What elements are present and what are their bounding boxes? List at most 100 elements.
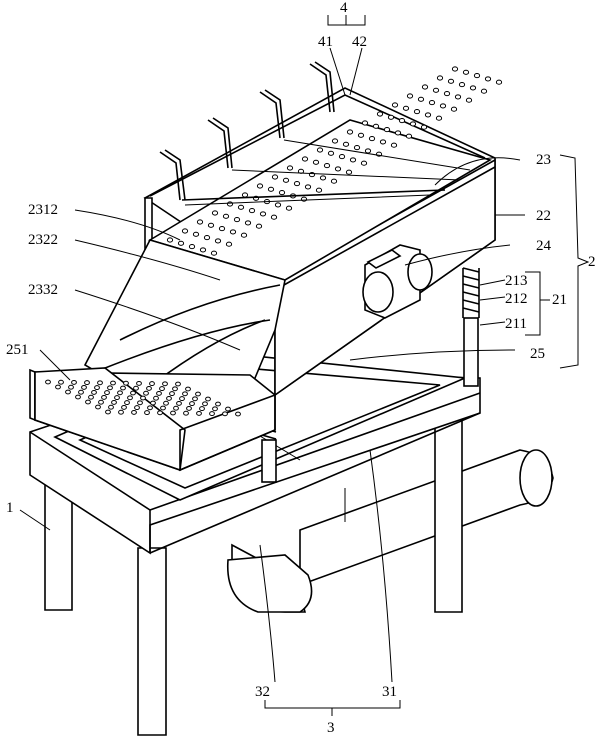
- label-2332: 2332: [28, 282, 58, 298]
- sieve-hole: [137, 400, 143, 406]
- sieve-hole: [147, 405, 153, 411]
- sieve-hole: [458, 82, 466, 88]
- sieve-hole: [156, 390, 162, 396]
- sieve-hole: [225, 241, 233, 247]
- sieve-hole: [484, 76, 492, 82]
- sieve-hole: [212, 406, 218, 412]
- outlet-pipe: [226, 449, 554, 613]
- sieve-hole: [413, 109, 421, 115]
- sieve-hole: [240, 232, 248, 238]
- sieve-hole: [244, 220, 252, 226]
- sieve-hole: [177, 240, 185, 246]
- sieve-hole: [495, 79, 503, 85]
- sieve-hole: [65, 389, 71, 395]
- sieve-hole: [75, 394, 81, 400]
- label-21: 21: [552, 292, 567, 308]
- sieve-hole: [192, 231, 200, 237]
- sieve-hole: [71, 379, 77, 385]
- sieve-hole: [285, 205, 293, 211]
- sieve-hole: [222, 213, 230, 219]
- sieve-hole: [172, 386, 178, 392]
- sieve-hole: [133, 385, 139, 391]
- sieve-hole: [110, 380, 116, 386]
- label-41: 41: [318, 34, 333, 50]
- sieve-hole: [146, 385, 152, 391]
- sieve-hole: [176, 400, 182, 406]
- sieve-hole: [117, 390, 123, 396]
- sieve-hole: [417, 96, 425, 102]
- sieve-hole: [447, 78, 455, 84]
- sieve-hole: [259, 211, 267, 217]
- sieve-hole: [331, 138, 339, 144]
- sieve-hole: [338, 154, 346, 160]
- sieve-hole: [134, 405, 140, 411]
- label-4: 4: [340, 0, 348, 16]
- sieve-hole: [124, 400, 130, 406]
- sieve-hole: [349, 157, 357, 163]
- sieve-hole: [405, 133, 413, 139]
- sieve-hole: [233, 217, 241, 223]
- sieve-hole: [183, 410, 189, 416]
- sieve-hole: [81, 384, 87, 390]
- sieve-hole: [210, 250, 218, 256]
- sieve-hole: [226, 201, 234, 207]
- sieve-hole: [104, 390, 110, 396]
- reference-labels: 4 41 42 23 22 2 24 213 212 21 211 25 231…: [6, 0, 596, 736]
- label-32: 32: [255, 684, 270, 700]
- sieve-hole: [175, 381, 181, 387]
- label-42: 42: [352, 34, 367, 50]
- sieve-hole: [144, 410, 150, 416]
- sieve-hole: [454, 94, 462, 100]
- sieve-hole: [101, 394, 107, 400]
- sieve-hole: [143, 390, 149, 396]
- sieve-hole: [169, 391, 175, 397]
- sieve-hole: [196, 410, 202, 416]
- sieve-hole: [480, 88, 488, 94]
- label-23: 23: [536, 152, 551, 168]
- sieve-hole: [270, 214, 278, 220]
- sieve-hole: [179, 396, 185, 402]
- sieve-hole: [123, 380, 129, 386]
- sieve-hole: [55, 384, 61, 390]
- sieve-hole: [140, 395, 146, 401]
- sieve-hole: [360, 160, 368, 166]
- sieve-hole: [131, 409, 137, 415]
- sieve-hole: [121, 404, 127, 410]
- sieve-hole: [346, 129, 354, 135]
- sieve-hole: [114, 395, 120, 401]
- sieve-hole: [199, 247, 207, 253]
- sieve-hole: [435, 115, 443, 121]
- label-25: 25: [530, 346, 545, 362]
- sieve-hole: [136, 380, 142, 386]
- sieve-hole: [334, 166, 342, 172]
- sieve-hole: [196, 219, 204, 225]
- sieve-hole: [361, 120, 369, 126]
- sieve-hole: [364, 148, 372, 154]
- sieve-hole: [409, 121, 417, 127]
- sieve-hole: [111, 399, 117, 405]
- sieve-hole: [428, 100, 436, 106]
- sieve-hole: [94, 385, 100, 391]
- sieve-hole: [316, 147, 324, 153]
- sieve-hole: [391, 102, 399, 108]
- sieve-hole: [149, 381, 155, 387]
- sieve-hole: [420, 124, 428, 130]
- sieve-hole: [274, 202, 282, 208]
- sieve-hole: [222, 411, 228, 417]
- sieve-hole: [105, 409, 111, 415]
- sieve-hole: [192, 396, 198, 402]
- sieve-hole: [166, 395, 172, 401]
- sieve-hole: [229, 229, 237, 235]
- sieve-hole: [353, 145, 361, 151]
- sieve-hole: [473, 73, 481, 79]
- spray-pipes: [159, 61, 471, 206]
- sieve-hole: [462, 69, 470, 75]
- sieve-hole: [159, 386, 165, 392]
- sieve-hole: [330, 178, 338, 184]
- sieve-hole: [443, 91, 451, 97]
- sieve-hole: [209, 411, 215, 417]
- sieve-hole: [387, 114, 395, 120]
- sieve-hole: [225, 406, 231, 412]
- sieve-hole: [436, 75, 444, 81]
